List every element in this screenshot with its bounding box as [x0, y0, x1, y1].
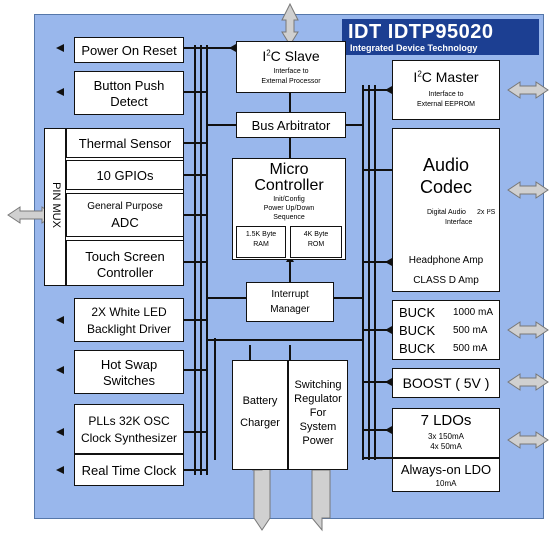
adc-label-2: ADC	[111, 215, 139, 230]
rtc-block: Real Time Clock	[74, 454, 184, 486]
dai-label-2: 2x I²S	[477, 209, 496, 216]
bus-arbitrator-block: Bus Arbitrator	[236, 112, 346, 138]
bus-arbitrator-label: Bus Arbitrator	[251, 118, 331, 133]
switching-label-4: System	[299, 421, 337, 433]
always-on-value: 10mA	[435, 479, 457, 488]
ldo-sub-2: 4x 50mA	[430, 442, 462, 451]
pinmux-block: PIN MUX	[44, 128, 66, 286]
button-push-label-1: Button Push	[93, 78, 165, 93]
always-on-label: Always-on LDO	[400, 462, 492, 477]
thermal-sensor-label: Thermal Sensor	[78, 136, 172, 151]
adc-block: General Purpose ADC	[66, 193, 184, 237]
i2c-slave-sub-2: External Processor	[261, 78, 321, 85]
logo-subtitle: Integrated Device Technology	[350, 43, 478, 53]
gpio-label: 10 GPIOs	[96, 168, 154, 183]
i2c-master-block: I2C Master Interface to External EEPROM	[392, 60, 500, 120]
mcu-sub-3: Sequence	[273, 214, 305, 221]
hotswap-label-2: Switches	[102, 373, 156, 388]
boost-label: BOOST ( 5V )	[402, 375, 490, 391]
ldo-block: 7 LDOs 3x 150mA 4x 50mA	[392, 408, 500, 458]
touch-label-1: Touch Screen	[85, 249, 165, 264]
interrupt-label-2: Manager	[270, 304, 310, 315]
logo-title: IDT IDTP95020	[348, 21, 494, 43]
switching-label-1: Switching	[294, 379, 342, 391]
rtc-label: Real Time Clock	[81, 463, 177, 478]
buck-2-value: 500 mA	[453, 325, 488, 336]
switching-regulator-block: Switching Regulator For System Power	[288, 360, 348, 470]
ram-label-1: 1.5K Byte	[245, 231, 277, 238]
pll-block: PLLs 32K OSC Clock Synthesizer	[74, 404, 184, 454]
pll-label-2: Clock Synthesizer	[80, 431, 178, 445]
audio-ext-arrow	[507, 181, 549, 199]
mcu-title-2: Controller	[254, 177, 324, 194]
buck-2-label: BUCK	[399, 323, 436, 338]
buck-1-value: 1000 mA	[453, 307, 494, 318]
pinmux-label: PIN MUX	[50, 182, 62, 228]
i2c-slave-title: I2C Slave	[262, 48, 320, 64]
i2c-master-sub-1: Interface to	[428, 91, 464, 98]
led-driver-block: 2X White LED Backlight Driver	[74, 298, 184, 342]
always-on-ldo-block: Always-on LDO 10mA	[392, 458, 500, 492]
battery-charger-block: Battery Charger	[232, 360, 288, 470]
i2c-slave-sub-1: Interface to	[273, 68, 309, 75]
mcu-sub-1: Init/Config	[273, 196, 305, 203]
switching-label-2: Regulator	[294, 393, 342, 405]
pll-label-1: PLLs 32K OSC	[88, 414, 170, 428]
switching-label-5: Power	[302, 435, 334, 447]
i2c-master-sub-2: External EEPROM	[417, 101, 475, 108]
buck-3-label: BUCK	[399, 341, 436, 356]
eeprom-ext-arrow	[507, 81, 549, 99]
i2c-slave-ext-arrow	[281, 2, 299, 46]
idt-logo: IDT IDTP95020 Integrated Device Technolo…	[342, 19, 539, 55]
power-ext-arrow	[311, 469, 331, 532]
led-label-2: Backlight Driver	[86, 322, 172, 336]
ram-label-2: RAM	[253, 241, 269, 248]
i2c-master-title: I2C Master	[413, 69, 479, 85]
hot-swap-block: Hot Swap Switches	[74, 350, 184, 394]
adc-label-1: General Purpose	[87, 201, 163, 212]
dai-label-1: Digital Audio	[427, 209, 466, 216]
rom-block: 4K Byte ROM	[290, 226, 342, 258]
touch-label-2: Controller	[96, 265, 154, 280]
mcu-sub-2: Power Up/Down	[263, 205, 315, 212]
headphone-amp-label: Headphone Amp	[408, 255, 484, 266]
hotswap-label-1: Hot Swap	[100, 357, 158, 372]
touch-screen-block: Touch Screen Controller	[66, 240, 184, 286]
buck-1-label: BUCK	[399, 305, 436, 320]
battery-label-1: Battery	[242, 395, 278, 407]
i2c-slave-block: I2C Slave Interface to External Processo…	[236, 41, 346, 93]
ldo-sub-1: 3x 150mA	[427, 432, 465, 441]
rom-label-2: ROM	[307, 241, 325, 248]
ldo-title: 7 LDOs	[420, 412, 472, 429]
switching-label-3: For	[309, 407, 327, 419]
thermal-sensor-block: Thermal Sensor	[66, 128, 184, 158]
gpio-block: 10 GPIOs	[66, 160, 184, 190]
ram-block: 1.5K Byte RAM	[236, 226, 286, 258]
buck-ext-arrow	[507, 321, 549, 339]
buck-block: BUCK 1000 mA BUCK 500 mA BUCK 500 mA	[392, 300, 500, 360]
battery-label-2: Charger	[240, 417, 280, 429]
boost-block: BOOST ( 5V )	[392, 368, 500, 398]
interrupt-label-1: Interrupt	[271, 289, 309, 300]
led-label-1: 2X White LED	[91, 305, 167, 319]
boost-ext-arrow	[507, 373, 549, 391]
power-on-reset-block: Power On Reset	[74, 37, 184, 63]
audio-label-2: Codec	[419, 177, 473, 197]
audio-codec-block: Audio Codec Digital Audio 2x I²S Interfa…	[392, 128, 500, 292]
interrupt-manager-block: Interrupt Manager	[246, 282, 334, 322]
button-push-detect-block: Button Push Detect	[74, 71, 184, 115]
dai-label-3: Interface	[445, 219, 473, 226]
audio-label-1: Audio	[422, 155, 470, 175]
rom-label-1: 4K Byte	[303, 231, 329, 238]
classd-amp-label: CLASS D Amp	[413, 275, 479, 286]
buck-3-value: 500 mA	[453, 343, 488, 354]
power-on-reset-label: Power On Reset	[81, 43, 177, 58]
button-push-label-2: Detect	[110, 94, 148, 109]
mcu-title-1: Micro	[269, 161, 309, 178]
ldo-ext-arrow	[507, 431, 549, 449]
